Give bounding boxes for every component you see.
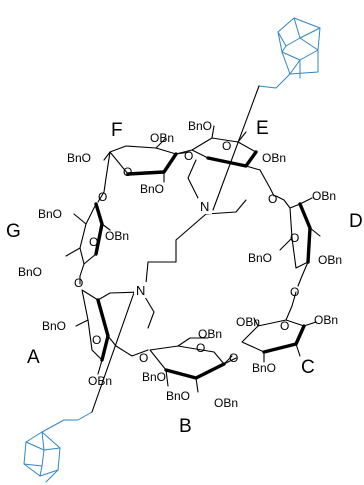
link-oxygen-ef: O xyxy=(184,149,193,163)
ring-letter-a: A xyxy=(27,347,40,368)
bno-label: BnO xyxy=(140,182,164,196)
bno-label: BnO xyxy=(18,265,42,279)
ring-letter-e: E xyxy=(256,118,269,139)
link-oxygen-cd: O xyxy=(290,285,299,299)
glycosidic-links xyxy=(79,151,275,365)
bno-label: BnO xyxy=(142,370,166,384)
obn-label: OBn xyxy=(318,253,342,267)
ring-letter-b: B xyxy=(179,416,192,437)
obn-label: OBn xyxy=(150,131,174,145)
ring-oxygen-d: O xyxy=(290,231,299,245)
ring-oxygen-g: O xyxy=(89,235,98,249)
ring-a xyxy=(75,289,149,375)
ring-d xyxy=(275,195,321,287)
ring-letter-f: F xyxy=(111,120,123,141)
ring-f xyxy=(103,137,193,193)
bno-label: BnO xyxy=(42,319,66,333)
ring-oxygen-c: O xyxy=(280,319,289,333)
ring-letter-c: C xyxy=(301,357,315,378)
ring-letters: E F G D A C B xyxy=(6,118,363,437)
link-oxygen-fg: O xyxy=(98,190,107,204)
oxygen-atoms: O O O O O O O O O O O O O O xyxy=(74,139,299,365)
link-oxygen-ga: O xyxy=(74,276,83,290)
bno-label: BnO xyxy=(188,119,212,133)
obn-label: OBn xyxy=(314,313,338,327)
butyl-bridge xyxy=(97,159,247,329)
bno-label: BnO xyxy=(166,389,190,403)
bno-label: BnO xyxy=(67,151,91,165)
adamantyl-tethers xyxy=(91,85,260,413)
link-oxygen-de: O xyxy=(268,192,277,206)
obn-label: OBn xyxy=(262,151,286,165)
nitrogen-upper: N xyxy=(200,199,209,214)
ring-letter-d: D xyxy=(349,211,363,232)
obn-label: OBn xyxy=(236,315,260,329)
bno-label: BnO xyxy=(38,207,62,221)
nitrogen-atoms: N N xyxy=(134,198,212,298)
ring-letter-g: G xyxy=(6,221,21,242)
obn-label: OBn xyxy=(105,229,129,243)
ring-oxygen-a: O xyxy=(92,333,101,347)
bno-label: BnO xyxy=(248,251,272,265)
nitrogen-lower: N xyxy=(136,283,145,298)
ring-e xyxy=(191,125,261,171)
ring-g xyxy=(65,202,111,277)
adamantane-top xyxy=(258,17,321,89)
adamantane-bottom xyxy=(23,411,93,483)
ring-oxygen-e: O xyxy=(222,139,231,153)
obn-label: OBn xyxy=(312,189,336,203)
benzyloxy-labels: OBn BnO BnO BnO OBn BnO OBn BnO OBn BnO … xyxy=(18,119,342,410)
bno-label: BnO xyxy=(252,361,276,375)
ring-oxygen-f: O xyxy=(123,165,132,179)
obn-label: OBn xyxy=(88,374,112,388)
obn-label: OBn xyxy=(198,327,222,341)
ring-oxygen-b: O xyxy=(196,341,205,355)
ring-c xyxy=(241,291,317,363)
obn-label: OBn xyxy=(214,396,238,410)
link-oxygen-bc: O xyxy=(229,351,238,365)
link-oxygen-ab: O xyxy=(139,351,148,365)
